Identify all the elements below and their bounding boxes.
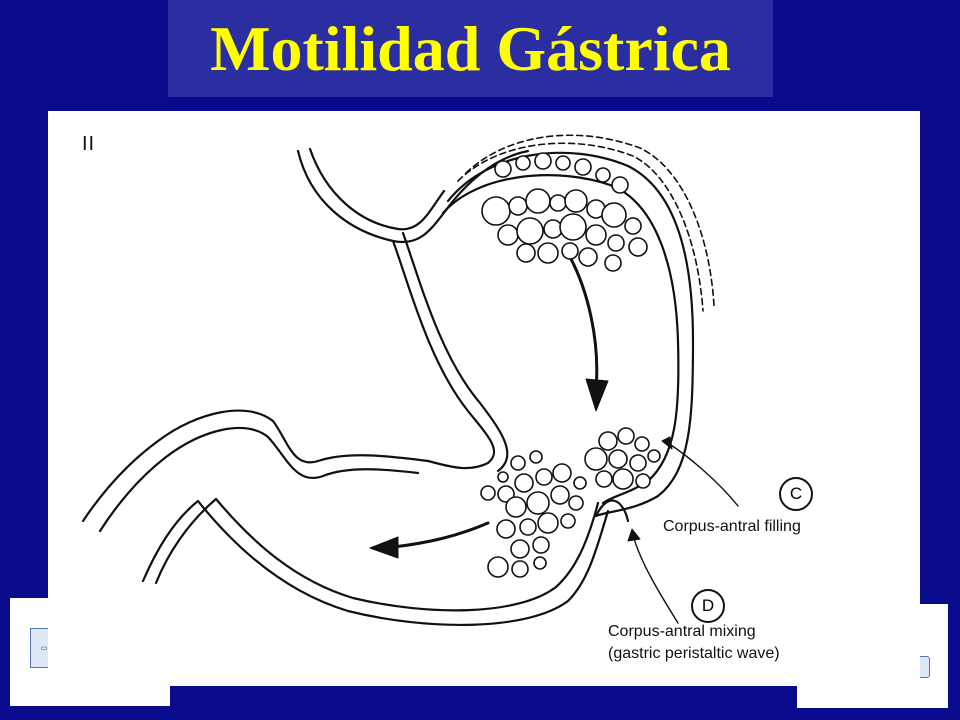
food-particle [533,556,547,570]
caption-corpus-antral-filling: Corpus-antral filling [663,518,801,535]
food-particles-antrum [480,427,661,578]
food-particle [595,470,613,488]
food-particle [494,160,512,178]
food-particle [519,518,537,536]
food-particle [497,471,509,483]
food-particle [535,468,553,486]
pointer-arrow-c-head [661,436,673,450]
food-particle [601,202,627,228]
food-particle [555,155,571,171]
fundus-dashed-wall-2 [465,134,715,307]
food-particle [529,450,543,464]
food-particle [647,449,661,463]
lesser-curvature-inner [401,231,509,473]
food-particle [598,431,618,451]
caption-corpus-antral-mixing: Corpus-antral mixing [608,623,756,640]
food-particle [525,188,551,214]
food-particle [511,560,529,578]
food-particle [568,495,584,511]
food-particle [560,513,576,529]
duodenum-lower-wall [141,499,200,583]
pointer-arrow-c [667,442,739,507]
food-particle [534,152,552,170]
food-particle [532,536,550,554]
food-particle [515,155,531,171]
slide-title: Motilidad Gástrica [210,12,731,84]
duodenum-lower-inner [154,497,218,585]
food-particle [617,427,635,445]
food-particle [573,476,587,490]
flow-arrow-left-head [369,536,399,559]
food-particle [559,213,587,241]
label-d-circle: D [691,589,725,623]
flow-arrow-left-shaft [391,521,490,549]
food-particle [510,539,530,559]
food-particle [481,196,511,226]
fundus-dashed-wall [457,142,704,312]
pointer-arrow-d-head [627,528,641,542]
label-c-circle: C [779,477,813,511]
food-particle [624,217,642,235]
food-particle [585,224,607,246]
diagram-panel: II C Corpus-antral filling D Corpus-antr… [48,111,920,686]
food-particle [552,463,572,483]
food-particle [612,468,634,490]
food-particle [543,219,563,239]
label-c: C [789,484,803,503]
food-particles-fundus [481,152,648,272]
food-particle [480,485,496,501]
food-particle [508,196,528,216]
food-particle [561,242,579,260]
pointer-arrow-d [632,534,679,624]
peristaltic-indentation [594,499,630,523]
antrum-lower-outer [196,499,610,627]
antrum-lower-inner [214,497,600,612]
food-particle [607,234,625,252]
food-particle [526,491,550,515]
greater-curvature-outer [446,151,695,518]
food-particle [611,176,629,194]
food-particle [564,189,588,213]
flow-arrow-down-head [585,378,609,412]
food-particle [634,436,650,452]
label-d: D [701,596,715,615]
food-particle [537,512,559,534]
food-particle [628,237,648,257]
food-particle [604,254,622,272]
title-banner: Motilidad Gástrica [168,0,773,97]
food-particle [487,556,509,578]
food-particle [496,519,516,539]
food-particle [595,167,611,183]
flow-arrow-down-shaft [568,255,599,391]
food-particle [537,242,559,264]
esophagus-inner-wall [308,147,446,231]
food-particle [497,224,519,246]
food-particle [578,247,598,267]
food-particle [629,454,647,472]
food-particle [497,485,515,503]
panel-label: II [82,133,96,155]
food-particle [514,473,534,493]
food-particle [635,473,651,489]
food-particle [549,194,567,212]
food-particle [608,449,628,469]
duodenum-upper-wall [81,409,430,523]
food-particle [584,447,608,471]
food-particle [574,158,592,176]
caption-gastric-peristaltic-wave: (gastric peristaltic wave) [608,645,780,662]
food-particle [505,496,527,518]
lesser-curvature-outer [391,239,496,470]
food-particle [510,455,526,471]
food-particle [550,485,570,505]
food-particle [516,243,536,263]
stomach-diagram [81,134,739,627]
duodenum-upper-inner [98,426,420,533]
food-particle [516,217,544,245]
